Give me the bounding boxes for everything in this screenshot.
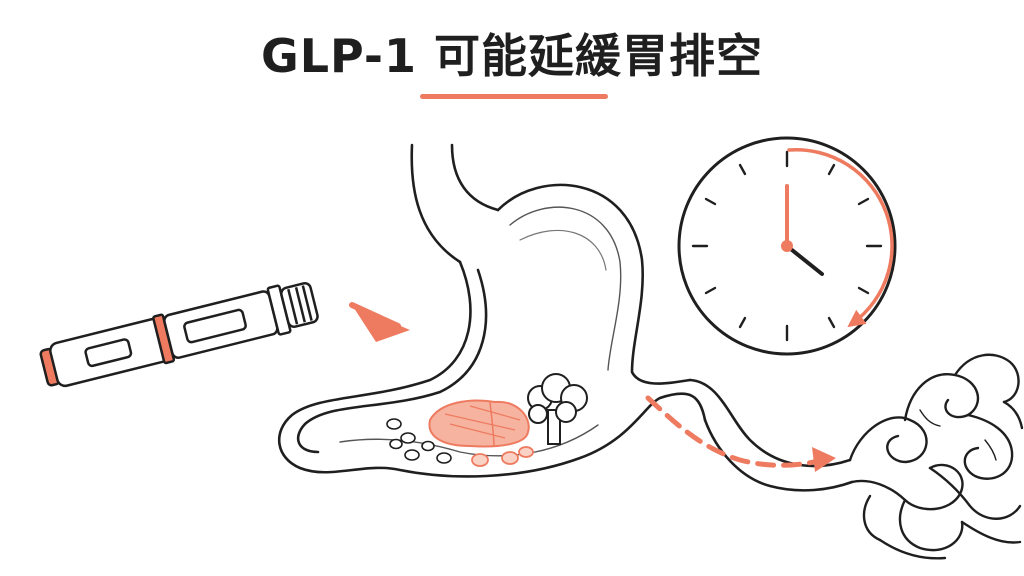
dashed-arrow-icon: [645, 395, 836, 472]
stomach-icon: [277, 143, 854, 492]
injection-pen-icon: [39, 281, 319, 388]
food-icon: [386, 373, 588, 467]
page-title: GLP-1 可能延緩胃排空: [260, 29, 764, 83]
clock-icon: [677, 136, 897, 356]
intestine-icon: [848, 353, 1024, 560]
title-underline: [420, 94, 608, 99]
arrow-in-icon: [349, 302, 410, 342]
